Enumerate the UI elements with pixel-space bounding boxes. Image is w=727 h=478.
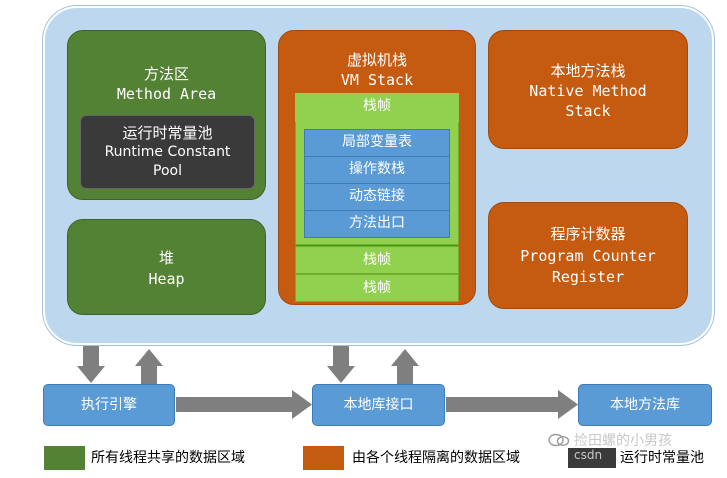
pc-register-label-en-1: Program Counter xyxy=(520,247,656,265)
native-library-interface: 本地库接口 xyxy=(312,384,445,426)
legend-shared-swatch xyxy=(44,446,85,470)
native-method-library: 本地方法库 xyxy=(578,384,712,426)
native-stack-label-en-2: Stack xyxy=(565,102,611,120)
arrow-up-from-interface xyxy=(391,349,419,384)
method-area-label-en: Method Area xyxy=(116,85,217,103)
arrow-down-to-engine xyxy=(77,346,105,383)
stack-frame-label: 栈帧 xyxy=(295,93,459,122)
legend-isolated-label: 由各个线程隔离的数据区域 xyxy=(352,450,520,466)
execution-engine: 执行引擎 xyxy=(43,384,175,426)
program-counter-register: 程序计数器 Program Counter Register xyxy=(488,202,688,309)
vm-stack-label-en: VM Stack xyxy=(340,71,414,89)
legend-pool-label: 运行时常量池 xyxy=(620,450,704,466)
legend-shared-label: 所有线程共享的数据区域 xyxy=(91,450,245,466)
watermark-text: 捡田螺的小男孩 xyxy=(574,433,672,449)
constant-pool-label-en-1: Runtime Constant xyxy=(104,144,231,160)
runtime-constant-pool: 运行时常量池 Runtime Constant Pool xyxy=(80,115,255,189)
heap: 堆 Heap xyxy=(67,219,266,315)
method-area: 方法区 Method Area 运行时常量池 Runtime Constant … xyxy=(67,30,266,200)
dynamic-linking: 动态链接 xyxy=(304,183,450,211)
native-stack-label-en-1: Native Method xyxy=(529,82,647,100)
native-stack-label-zh: 本地方法栈 xyxy=(550,62,626,80)
wechat-icon xyxy=(548,432,570,447)
native-method-stack: 本地方法栈 Native Method Stack xyxy=(488,30,688,149)
heap-label-en: Heap xyxy=(148,270,185,288)
watermark-sub: csdn xyxy=(574,448,603,462)
heap-label-zh: 堆 xyxy=(158,249,174,267)
arrow-interface-to-library xyxy=(446,390,578,419)
pc-register-label-zh: 程序计数器 xyxy=(550,225,626,243)
constant-pool-label-en-2: Pool xyxy=(153,163,182,179)
arrow-engine-to-interface xyxy=(176,390,312,419)
legend-pool-swatch xyxy=(568,448,616,468)
pc-register-label-en-2: Register xyxy=(551,268,625,286)
vm-stack-label-zh: 虚拟机栈 xyxy=(346,51,407,69)
method-area-label-zh: 方法区 xyxy=(143,65,189,83)
constant-pool-label-zh: 运行时常量池 xyxy=(122,124,213,142)
stack-frame-2: 栈帧 xyxy=(295,246,459,274)
arrow-up-from-engine xyxy=(135,349,163,384)
stack-frame-3: 栈帧 xyxy=(295,274,459,302)
arrow-down-to-interface xyxy=(327,346,355,383)
legend-isolated-swatch xyxy=(303,446,344,470)
operand-stack: 操作数栈 xyxy=(304,156,450,184)
method-exit: 方法出口 xyxy=(304,210,450,238)
